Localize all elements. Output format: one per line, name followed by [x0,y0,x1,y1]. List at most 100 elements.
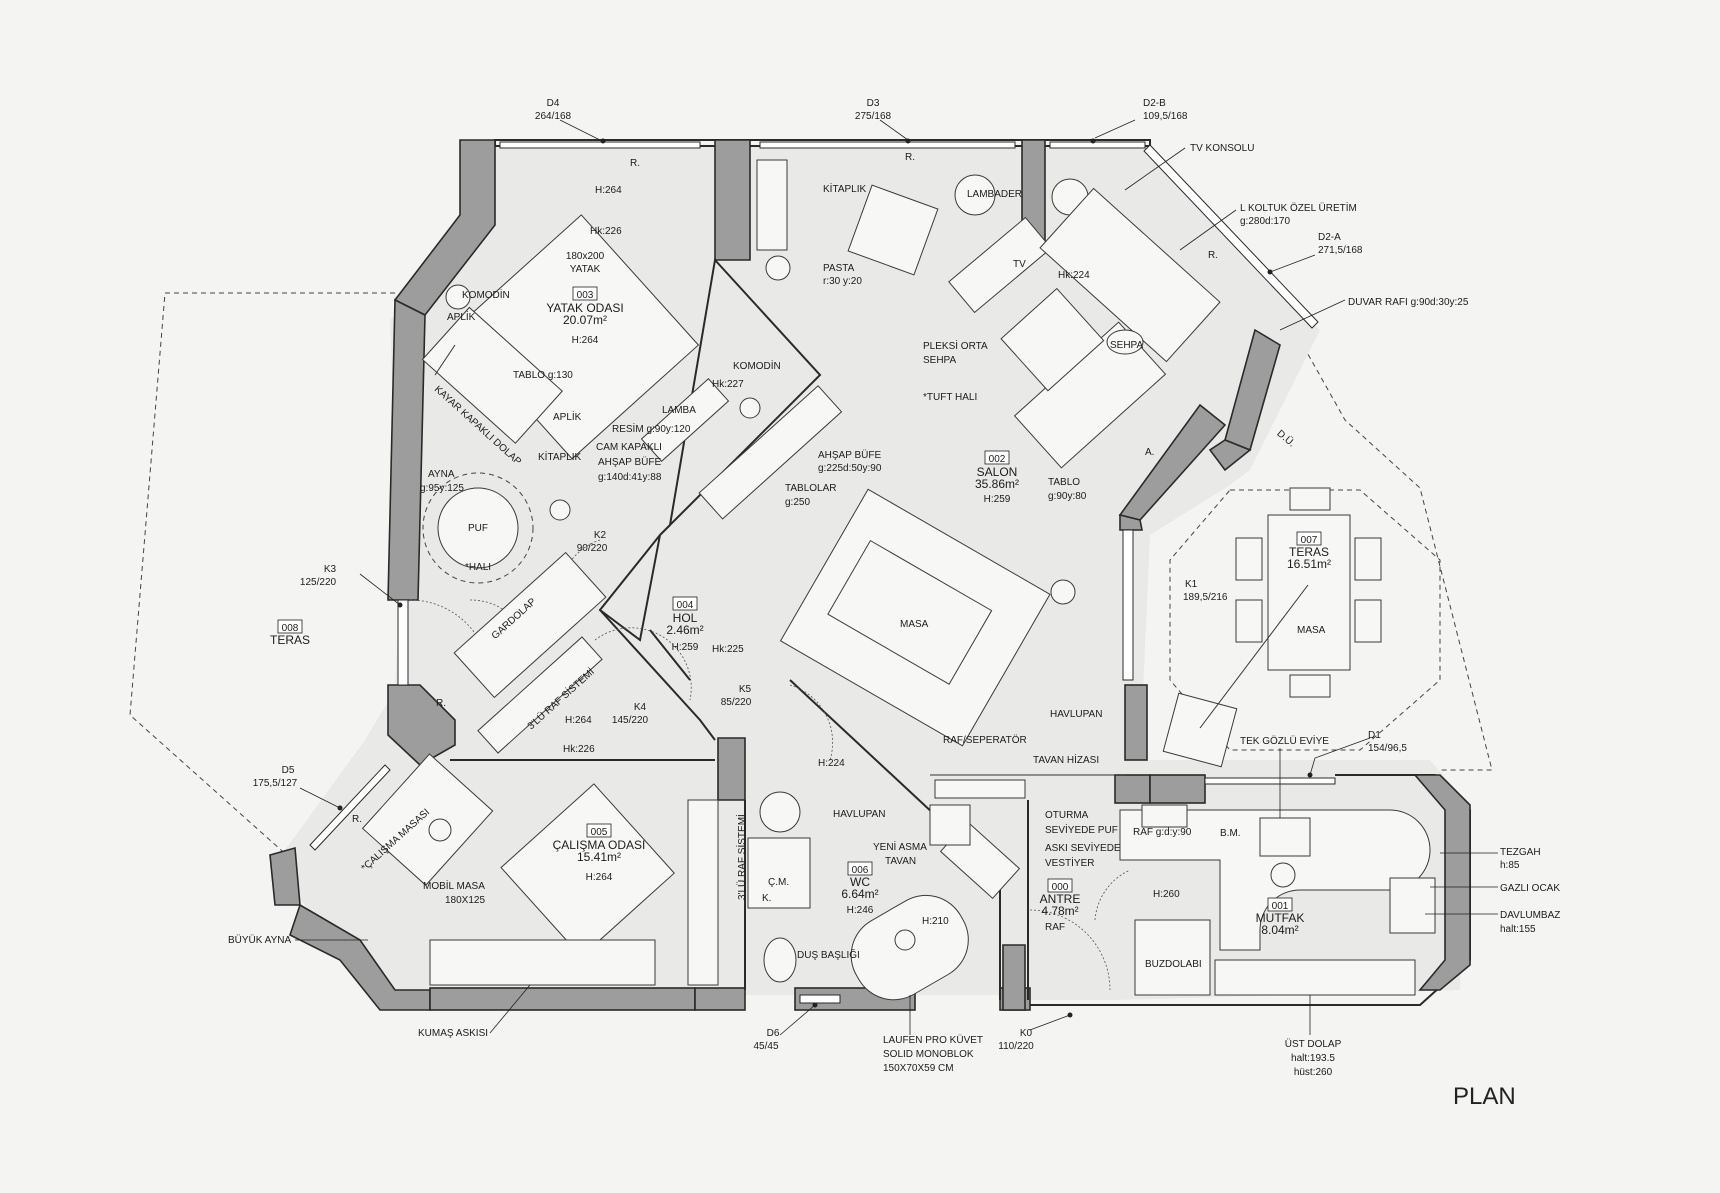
room-tag-002-name: SALON [977,465,1018,479]
label-buzdolabi: BUZDOLABI [1145,959,1202,970]
label-tablo-yatak: TABLO g:130 [513,370,573,381]
room-tag-008-box [277,619,303,634]
label-hali: *HALI [465,562,491,573]
mobil-masa [500,783,675,958]
salon-wall-k1 [1119,513,1143,531]
room-tag-007-code: 007 [1301,535,1318,546]
label-hk224-salon: Hk:224 [1058,270,1090,281]
label-komodin-yatak: KOMODİN [462,288,510,301]
label-aplik-2: APLİK [553,410,582,423]
salon-wall-havlupan [1124,684,1148,761]
window-d6 [799,994,841,1004]
leader-kumas [489,984,531,1034]
dot-d2a [1267,269,1273,275]
room-tag-005-height: H:264 [586,872,613,883]
door-k2-name: K2 [594,530,607,541]
label-tek-gozlu: TEK GÖZLÜ EVİYE [1240,734,1329,747]
label-tezgah-h: h:85 [1500,860,1520,871]
label-raf-seperator: RAF/SEPERATÖR [943,734,1027,746]
room-tag-006-height: H:246 [847,905,874,916]
window-d1-size: 154/96,5 [1368,743,1407,754]
room-tag-005-code: 005 [591,827,608,838]
door-k5-size: 85/220 [721,697,752,708]
label-hk226-calisma: Hk:226 [563,744,595,755]
wc-wall-bottom-right [1002,944,1026,1011]
room-tag-005-box [586,823,612,838]
label-l-koltuk-dim: g:280d:170 [1240,216,1290,227]
leader-lkoltuk [1179,209,1237,251]
puf [437,487,519,569]
label-mobil-masa-dim: 180X125 [445,895,485,906]
person-mutfak [1270,862,1296,888]
label-lamba: LAMBA [662,405,696,416]
l-koltuk [1039,187,1221,363]
room-tag-007-name: TERAS [1289,545,1329,559]
bottom-wall-calisma [429,987,696,1011]
label-vestiyer: VESTİYER [1045,856,1094,869]
label-yatak: YATAK [570,264,601,275]
dot-d5 [337,805,343,811]
ust-dolap [1214,959,1416,996]
tv-konsolu [948,216,1052,314]
door-k0-size: 110/220 [998,1041,1034,1052]
door-k3-size: 125/220 [300,577,337,588]
label-havlupan-wc: HAVLUPAN [833,809,885,820]
teras-side-table [1162,692,1238,768]
label-h224-hol: H:224 [818,758,845,769]
label-masa-salon: MASA [900,619,929,630]
bottom-wall-wc [694,987,746,1011]
label-ahsap-bufe-left: AHŞAP BÜFE [598,456,661,468]
room-tag-004-name: HOL [673,611,698,625]
raf-sistemi-3lu-calisma [687,799,719,986]
label-ust-dolap-h1: halt:193.5 [1291,1053,1335,1064]
window-d6-size: 45/45 [753,1041,778,1052]
armchair-salon [847,184,939,276]
pasta-table [765,255,791,281]
leader-d4 [559,119,601,141]
room-tag-005-area: 15.41m² [577,850,621,864]
label-h210: H:210 [922,916,949,927]
person-calisma [428,818,452,842]
label-raf-sistemi-3lu: 3'LÜ RAF SİSTEMİ [735,814,748,900]
kitchen-wall-right [1413,774,1471,991]
teras-008-outline [129,292,395,859]
label-seviyede-puf: SEVİYEDE PUF [1045,823,1118,836]
room-tag-006-box [847,861,873,876]
ahsap-bufe-salon [698,385,843,520]
label-tv-konsolu: TV KONSOLU [1190,143,1254,154]
room-tag-004-area: 2.46m² [666,623,703,637]
room-tag-003-box [572,286,598,301]
dot-k0 [1067,1012,1073,1018]
room-tag-006-area: 6.64m² [841,887,878,901]
chair-t2 [1289,674,1331,698]
gazli-ocak [1389,877,1436,934]
masa-salon [827,539,993,685]
label-dus-basligi: DUŞ BAŞLIĞI [797,948,860,961]
dot-d6 [812,1002,818,1008]
room-tag-006-name: WC [850,875,870,889]
kayar-kapakli-dolap [421,306,563,444]
label-masa-teras: MASA [1297,625,1326,636]
room-tag-000-name: ANTRE [1040,892,1081,906]
room-tag-003-height: H:264 [572,335,599,346]
dus-basligi [894,929,916,951]
label-laufen-3: 150X70X59 CM [883,1063,954,1074]
room-tag-004-box [672,596,698,611]
room-tag-004-height: H:259 [672,642,699,653]
pleksi-orta-sehpa [1000,287,1105,392]
room-tag-003-name: YATAK ODASI [546,301,623,315]
label-r-d5: R. [352,814,362,825]
label-sehpa-a: SEHPA [923,355,956,366]
label-ayna-dim: g:95y:125 [420,483,464,494]
label-hk225: Hk:225 [712,644,744,655]
raf-seperator [934,779,1026,799]
room-tag-000-area: 4.78m² [1041,904,1078,918]
leader-d2a [1269,254,1316,273]
bedroom-wall-b [387,298,426,601]
door-k1-name: K1 [1185,579,1198,590]
room-tag-003-code: 003 [577,290,594,301]
label-davlumbaz-h: halt:155 [1500,924,1536,935]
label-tablolar: TABLOLAR [785,483,837,494]
window-d1 [1204,777,1336,785]
